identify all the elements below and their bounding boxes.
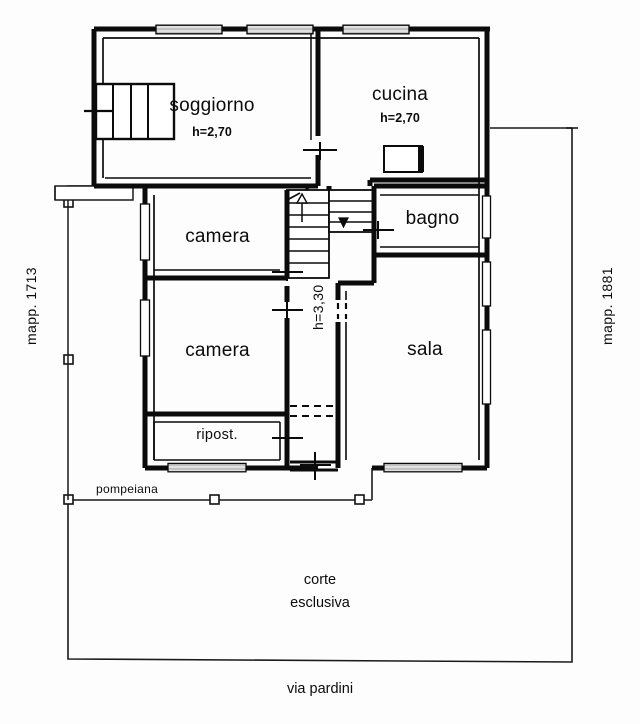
room-label-camera-1: camera [185,226,250,247]
pergola-outline [54,185,373,500]
corridor-bottom-wall [290,460,338,472]
windows-right [481,195,492,405]
windows-top [155,24,410,35]
courtyard-label-line1: corte [303,572,337,588]
ripost-inner [153,422,281,461]
door-marks-camera [272,263,303,319]
room-label-cucina: cucina [371,84,429,105]
parcel-label-right: mapp. 1881 [599,267,615,345]
corridor-sala-walls [335,255,377,468]
room-label-ripost: ripost. [196,427,238,443]
room-label-sala: sala [407,339,443,360]
staircase [286,183,377,279]
room-label-bagno: bagno [405,208,460,229]
camera-walls [145,183,290,417]
camera-left-openings [139,203,151,357]
bagno-inner [380,194,479,248]
door-mark-bagno [363,221,394,239]
room-label-camera-2: camera [185,340,250,361]
cucina-counter [383,145,424,173]
room-label-soggiorno: soggiorno [169,95,255,116]
camera-inner [154,269,280,423]
parcel-label-left: mapp. 1713 [23,267,39,345]
courtyard-label-line2: esclusiva [290,595,350,611]
room-height-soggiorno: h=2,70 [192,125,232,139]
ripost-corridor-dashes [290,405,334,417]
wall-soggiorno-cucina [303,31,337,186]
pergola-label: pompeiana [96,482,159,496]
door-mark-ripost [272,430,303,447]
fireplace-hatch [84,82,176,141]
bagno-walls [371,183,487,258]
windows-bottom [167,462,463,473]
room-height-cucina: h=2,70 [380,111,420,125]
street-label: via pardini [286,681,354,697]
door-mark-corridor-bottom [300,452,331,480]
courtyard-outline [67,127,573,663]
corridor-height-label: h=3,30 [310,284,326,330]
corridor-opening-dashes [336,303,348,319]
wall-cucina-bottom [367,177,487,186]
